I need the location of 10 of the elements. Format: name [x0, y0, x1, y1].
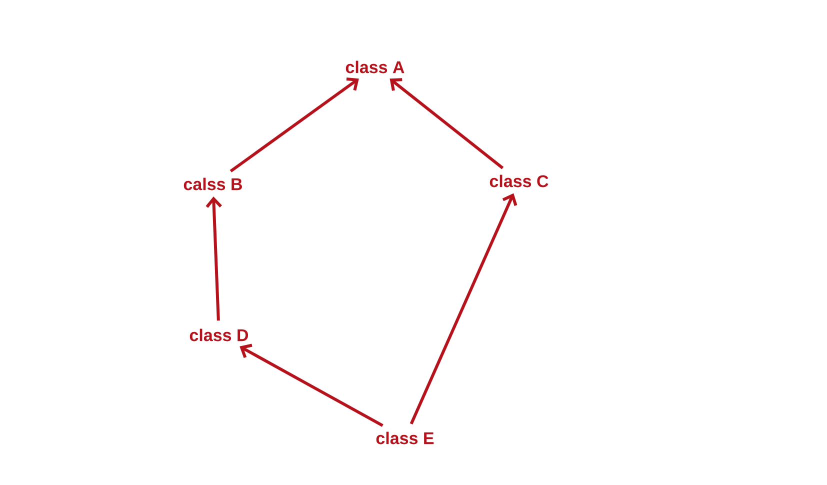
- class-label: class D: [190, 328, 248, 342]
- class-label: class E: [376, 432, 434, 444]
- arrow: [390, 78, 504, 170]
- arrow: [410, 193, 518, 424]
- arrow: [240, 344, 384, 427]
- class-label: calss B: [184, 178, 242, 190]
- arrow: [230, 77, 359, 172]
- class-label: class A: [346, 60, 404, 74]
- class-label: class C: [490, 174, 548, 188]
- arrow: [206, 196, 222, 321]
